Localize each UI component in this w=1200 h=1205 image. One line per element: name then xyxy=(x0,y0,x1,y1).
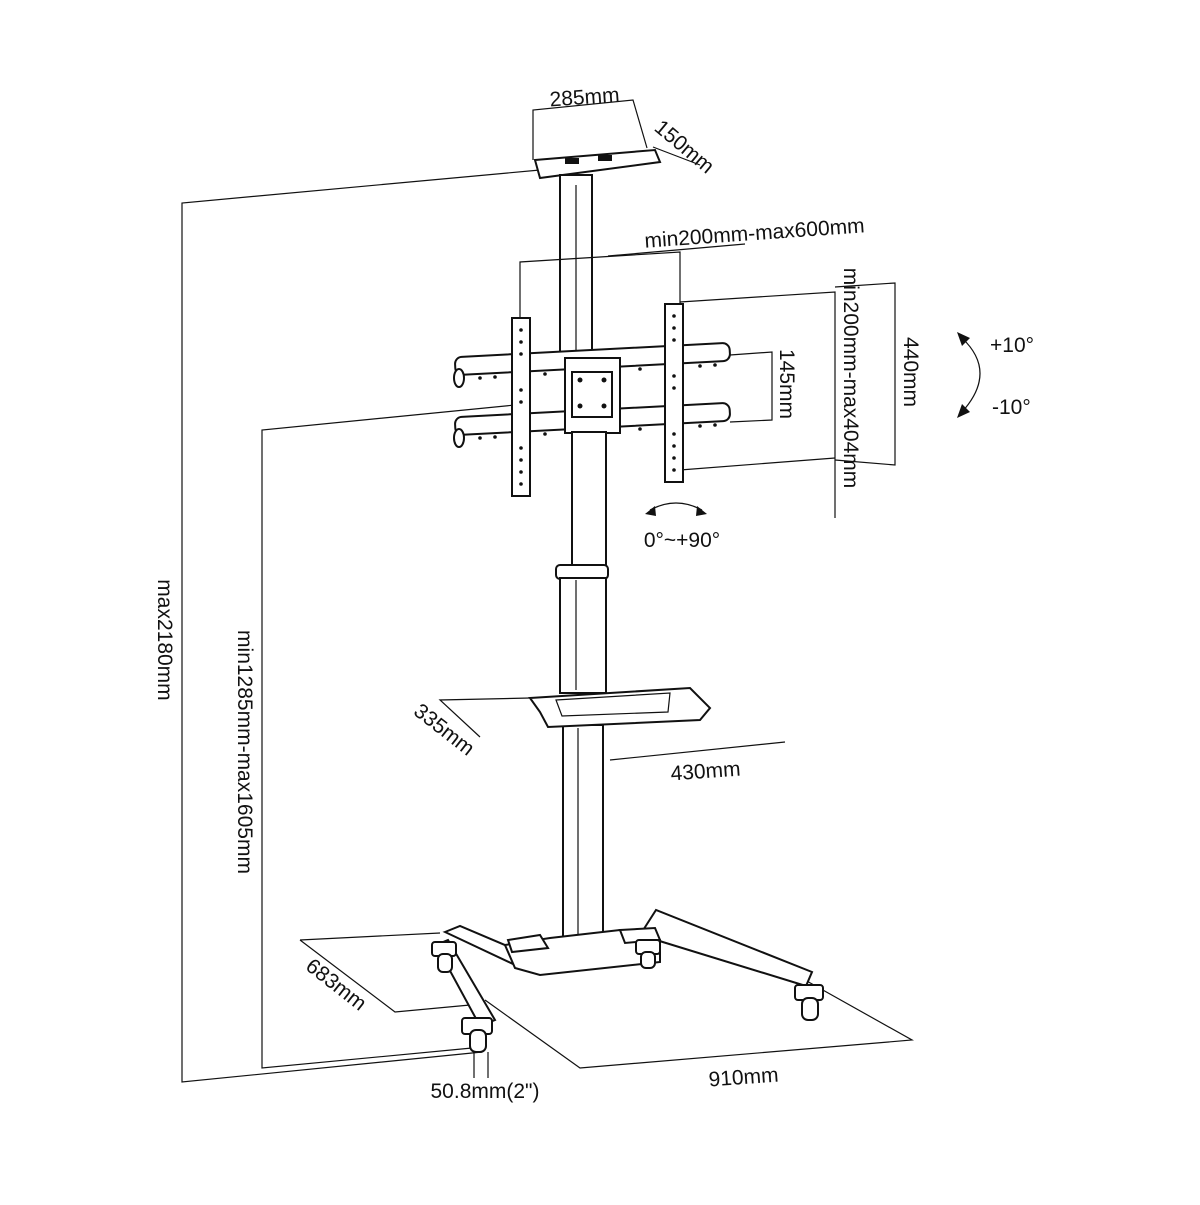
rotation-label: 0°~+90° xyxy=(644,529,720,552)
camera-shelf-depth-label: 150mm xyxy=(650,116,718,179)
caster-front-left xyxy=(461,1017,493,1053)
tilt-down-label: -10° xyxy=(992,396,1031,419)
base xyxy=(434,908,814,1028)
av-shelf-width-label: 430mm xyxy=(670,758,741,786)
caster-right xyxy=(794,984,824,1021)
av-shelf xyxy=(438,686,786,761)
caster-size-label: 50.8mm(2") xyxy=(431,1080,540,1103)
av-shelf-depth-label: 335mm xyxy=(409,699,478,760)
arm-spacing-label: 145mm xyxy=(775,349,798,419)
center-height-dimension xyxy=(261,404,516,1069)
vesa-horizontal-guide xyxy=(519,243,746,318)
camera-shelf xyxy=(532,99,701,180)
tv-mount-bracket xyxy=(453,303,731,497)
vesa-vertical-label: min200mm-max404mm xyxy=(839,268,862,489)
total-height-label: max2180mm xyxy=(153,579,176,700)
tilt-arrow-icon xyxy=(957,332,981,418)
caster-back xyxy=(635,939,661,969)
camera-shelf-width-label: 285mm xyxy=(549,84,620,112)
center-height-label: min1285mm-max1605mm xyxy=(233,630,256,874)
bracket-height-label: 440mm xyxy=(899,337,922,407)
vesa-horizontal-label: min200mm-max600mm xyxy=(644,214,866,252)
base-dimension-guides xyxy=(299,932,914,1069)
rotation-arrow-icon xyxy=(645,502,707,516)
main-column xyxy=(555,431,609,946)
base-depth-label: 683mm xyxy=(301,954,370,1015)
base-width-label: 910mm xyxy=(708,1064,779,1092)
total-height-dimension xyxy=(181,169,541,1083)
caster-left xyxy=(431,941,457,973)
camera-post xyxy=(559,174,593,361)
tilt-up-label: +10° xyxy=(990,334,1034,357)
vesa-vertical-guide xyxy=(679,282,896,518)
